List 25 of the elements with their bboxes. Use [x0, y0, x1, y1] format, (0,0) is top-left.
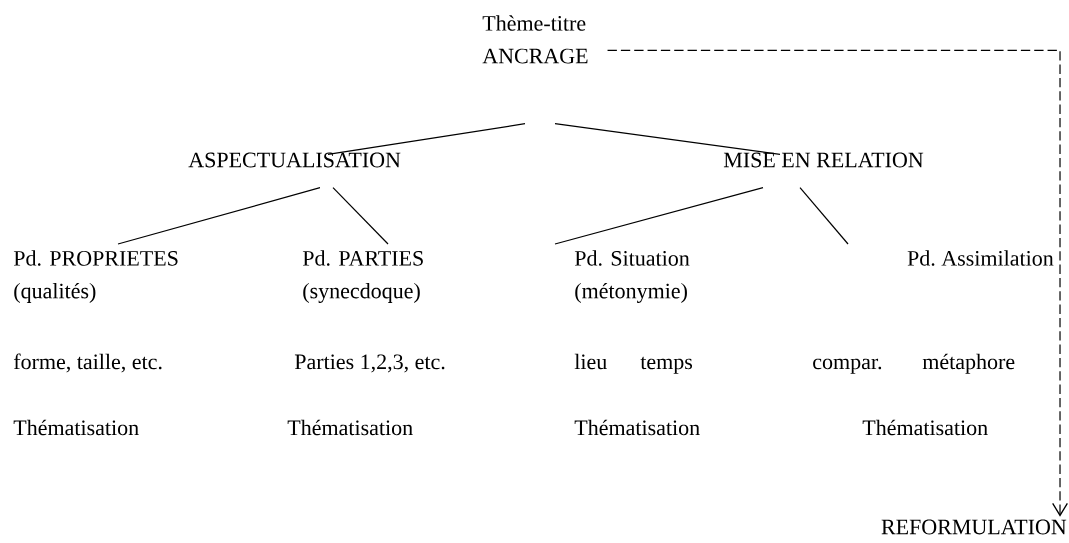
category-label: REFORMULATION — [881, 519, 1067, 535]
tree-heading: Thème-titre ANCRAGE — [482, 15, 588, 64]
item-label: forme, taille, etc. — [13, 353, 162, 373]
tree-line — [554, 187, 764, 245]
item-label: Thématisation — [287, 419, 413, 436]
category-label: Pd. Situation (métonymie) — [574, 250, 690, 303]
tree-line — [799, 187, 849, 245]
item-label: Thématisation — [13, 419, 139, 436]
item-label: Parties 1,2,3, etc. — [294, 354, 445, 373]
item-label: compar. — [813, 358, 882, 374]
item-label: métaphore — [922, 353, 1015, 374]
dashed-arrow — [606, 49, 1068, 517]
tree-line — [332, 187, 389, 245]
tree-line — [554, 123, 781, 155]
tree-line — [327, 123, 526, 155]
category-label: Pd. PROPRIETES (qualités) — [13, 250, 178, 303]
item-label: Thématisation — [862, 419, 988, 436]
category-label: Pd. PARTIES (synecdoque) — [302, 250, 423, 303]
tree-line — [117, 187, 321, 245]
item-label: Thématisation — [574, 419, 700, 436]
category-label: MISE EN RELATION — [723, 152, 924, 168]
category-label: ASPECTUALISATION — [188, 152, 401, 168]
item-label: lieu — [574, 353, 607, 370]
item-label: temps — [640, 356, 693, 374]
category-label: Pd. Assimilation — [907, 250, 1054, 266]
